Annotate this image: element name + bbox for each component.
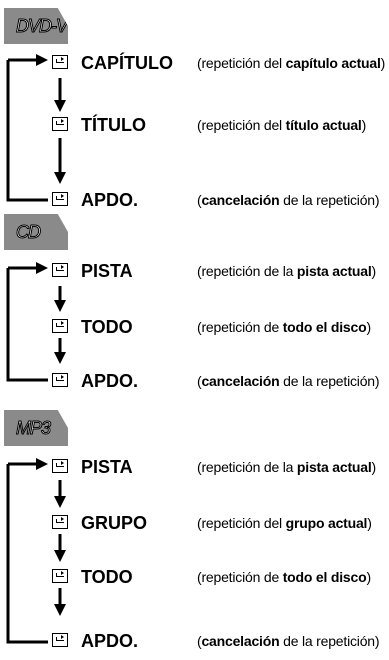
dvd-v-logo-label: DVD-V [16,16,69,37]
mode-description: (cancelación de la repetición) [197,633,380,649]
list-item: APDO. (cancelación de la repetición) [0,189,389,213]
mp3-flow-arrows [6,458,66,644]
mode-label: APDO. [81,631,139,651]
cd-logo: CD [4,214,68,250]
repeat-button-icon [52,263,68,277]
mode-label: TODO [81,567,133,587]
list-item: TÍTULO (repetición del título actual) [0,114,389,138]
repeat-button-icon [52,117,68,131]
mode-label: TÍTULO [81,115,146,135]
repeat-button-icon [52,515,68,529]
mode-description: (repetición de todo el disco) [197,569,371,585]
mp3-logo-label: MP3 [16,418,52,439]
section-cd: CD PISTA (repetición de la pista actual)… [0,210,389,400]
mode-label: GRUPO [81,513,148,533]
mode-label: TODO [81,317,133,337]
mode-description: (repetición de todo el disco) [197,319,371,335]
list-item: PISTA (repetición de la pista actual) [0,260,389,284]
list-item: CAPÍTULO (repetición del capítulo actual… [0,52,389,76]
list-item: GRUPO (repetición del grupo actual) [0,512,389,536]
mode-description: (repetición del título actual) [197,117,367,133]
mode-description: (repetición del capítulo actual) [197,55,386,71]
mode-label: CAPÍTULO [81,53,173,73]
repeat-button-icon [52,569,68,583]
mode-label: PISTA [81,261,133,281]
list-item: TODO (repetición de todo el disco) [0,316,389,340]
repeat-button-icon [52,192,68,206]
mode-description: (repetición del grupo actual) [197,515,372,531]
repeat-button-icon [52,633,68,647]
list-item: APDO. (cancelación de la repetición) [0,370,389,394]
list-item: TODO (repetición de todo el disco) [0,566,389,590]
cd-flow-arrows [6,262,66,382]
list-item: PISTA (repetición de la pista actual) [0,456,389,480]
mode-label: APDO. [81,371,139,391]
repeat-button-icon [52,459,68,473]
mode-description: (repetición de la pista actual) [197,459,377,475]
mp3-logo: MP3 [4,410,68,446]
cd-logo-label: CD [16,222,42,243]
repeat-button-icon [52,55,68,69]
list-item: APDO. (cancelación de la repetición) [0,630,389,654]
section-mp3: MP3 PISTA (repetición de la pista actual… [0,404,389,660]
mode-description: (cancelación de la repetición) [197,192,380,208]
repeat-button-icon [52,373,68,387]
dvd-v-flow-arrows [6,54,66,202]
dvd-v-logo: DVD-V [4,8,68,44]
mode-description: (cancelación de la repetición) [197,373,380,389]
section-dvd-v: DVD-V CAPÍTULO (repetición del capítulo … [0,0,389,216]
mode-label: APDO. [81,190,139,210]
mode-label: PISTA [81,457,133,477]
repeat-button-icon [52,319,68,333]
mode-description: (repetición de la pista actual) [197,263,377,279]
